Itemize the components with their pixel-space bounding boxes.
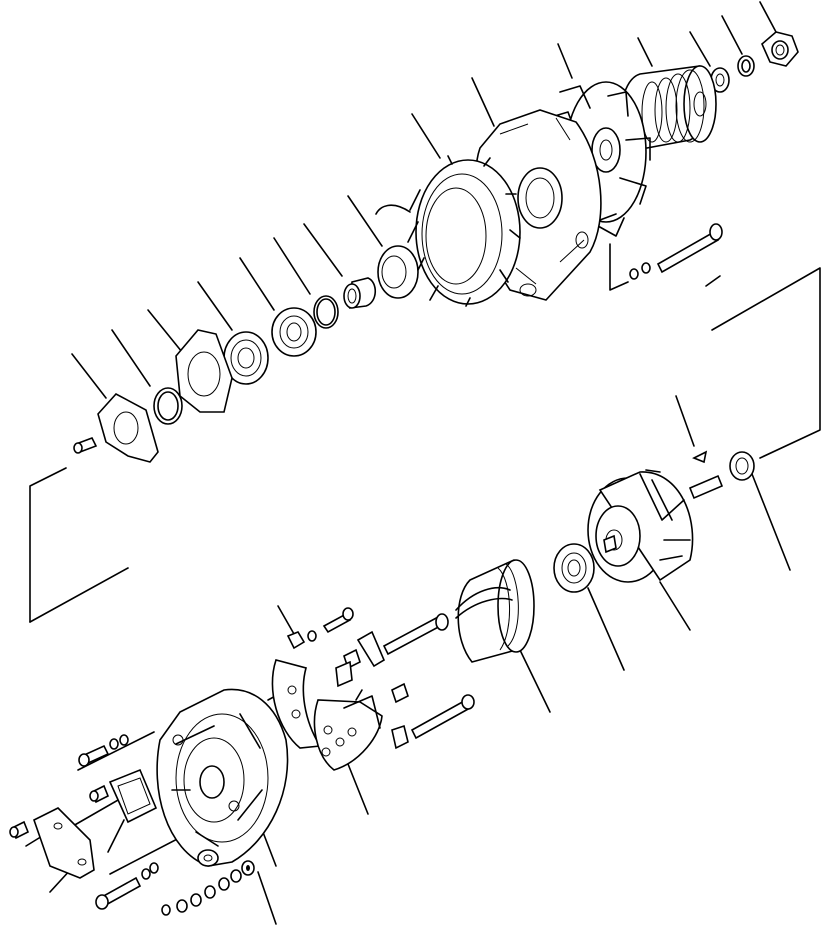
leader-line [705,275,721,287]
cover-plate-icon [97,392,159,463]
lock-washer-icon [737,55,755,77]
bracket-line [29,567,129,623]
stator-icon [375,155,521,307]
o-ring-icon [153,387,183,425]
ball-bearing-icon [553,543,595,593]
bolt-icon [95,862,159,910]
leader-line [471,77,495,127]
brush-holder-icon [108,768,158,824]
leader-line [751,473,791,571]
leader-line [347,195,383,247]
retainer-plate-icon [175,329,233,413]
terminal-cover-icon [33,807,95,879]
leader-line [587,587,625,671]
spacer-ring-icon [377,245,419,299]
leader-line [147,309,183,353]
leader-line [239,257,275,311]
leader-line [303,223,343,277]
through-bolt-icon [629,223,723,280]
leader-line [689,31,711,67]
leader-line [557,43,573,79]
leader-line [721,15,743,55]
leader-lines [25,1,821,925]
leader-line [411,113,441,159]
bracket-line [711,267,821,459]
snap-ring-icon [313,295,339,329]
screw-icon [89,784,110,804]
leader-line [277,605,295,635]
screw-icon [9,820,30,840]
nut-icon [761,31,799,67]
leader-line [107,819,125,853]
rectifier-icon [271,659,383,771]
screw-icon [78,734,129,767]
stator-winding-icon [455,559,535,663]
ball-bearing-icon [271,307,317,357]
bracket-line [29,467,67,623]
leader-line [347,763,369,815]
leader-line [197,281,233,331]
sleeve-icon [343,277,377,309]
leader-line [273,237,311,295]
leader-line [675,395,695,447]
clip-icon [356,630,386,668]
leader-line [759,1,777,33]
screw-icon [73,436,98,454]
bracket-line [609,243,629,291]
seal-ring-icon [729,451,755,481]
leader-line [637,37,653,67]
leader-line [257,871,277,925]
key-icon [692,450,708,464]
leader-line [71,353,107,399]
through-bolt-icon [382,613,449,656]
leader-line [111,329,151,387]
nut-washer-set-icon [161,860,255,916]
rotor-icon [587,469,724,583]
small-hardware-icon [286,607,475,750]
bracket-line [77,731,155,771]
rear-housing-icon [156,688,289,867]
leader-line [519,649,551,713]
leader-line [659,581,691,631]
